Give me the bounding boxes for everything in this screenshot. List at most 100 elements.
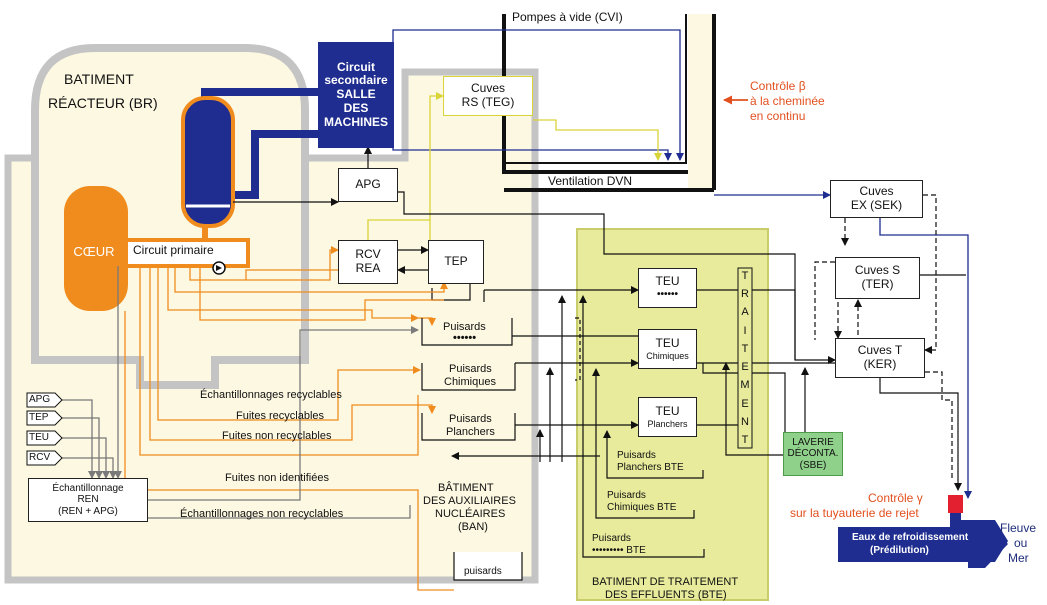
echantillonnage-line2: REN xyxy=(77,494,99,506)
gamma-monitor xyxy=(948,495,963,513)
laverie-line2: DÉCONTA. xyxy=(787,448,839,460)
cuves-ex-line2: EX (SEK) xyxy=(850,198,903,212)
traitement-letter: I xyxy=(743,324,747,337)
secondary-circuit-line3: SALLE xyxy=(336,87,376,102)
bte-line2: DES EFFLUENTS (BTE) xyxy=(605,589,727,601)
tag-apg xyxy=(26,392,63,408)
tag-rcv xyxy=(26,450,63,466)
secondary-circuit-line2: secondaire xyxy=(324,73,388,88)
teu-chim-box: TEU Chimiques xyxy=(638,329,697,369)
left-dashed xyxy=(814,261,835,340)
ker-dashed-right xyxy=(925,371,953,480)
orange-5 xyxy=(157,266,421,421)
orange-6 xyxy=(149,266,436,441)
orange-7 xyxy=(139,266,419,456)
puisards-chim-line1: Puisards xyxy=(449,363,492,375)
puisards-top-bracket xyxy=(421,318,513,346)
grey-to-ban-2 xyxy=(148,505,411,519)
tag-teu xyxy=(26,430,63,446)
sample-source-tep: TEP xyxy=(29,412,49,423)
traitement-letter: T xyxy=(741,270,749,282)
teu-plan-line2: Planchers xyxy=(647,418,688,429)
bte-puisards-plan xyxy=(606,436,704,479)
traitement-letter: E xyxy=(741,361,749,374)
echantillonnage-line1: Échantillonnage xyxy=(52,482,124,494)
rcv-line1: RCV xyxy=(355,247,381,262)
primary-circuit-loop xyxy=(128,238,250,268)
beta-control-line2: à la cheminée xyxy=(750,94,825,108)
stack-left-wall xyxy=(502,14,700,174)
cuves-s-line2: (TER) xyxy=(861,277,894,291)
yellow-tep-teg xyxy=(367,219,431,240)
sample-source-rcv: RCV xyxy=(29,452,51,463)
secondary-circuit-line1: Circuit xyxy=(336,59,375,74)
sample-source-teu: TEU xyxy=(29,432,49,443)
stack-right-wall xyxy=(504,14,687,164)
bte-puisards-chim-line2: Chimiques BTE xyxy=(607,502,677,513)
beta-control-line3: en continu xyxy=(750,109,806,123)
teu-chim-line2: Chimiques xyxy=(646,350,689,361)
yellow-teg-stack xyxy=(533,119,662,161)
tep-box: TEP xyxy=(428,240,484,284)
secondary-loop-bottom xyxy=(232,130,318,199)
cuves-rs-box: Cuves RS (TEG) xyxy=(443,76,533,116)
core-label: CŒUR xyxy=(73,243,115,259)
echantillonnage-box: Échantillonnage REN (REN + APG) xyxy=(28,478,148,522)
echantillonnage-line3: (REN + APG) xyxy=(58,505,118,517)
secondary-circuit-box: Circuit secondaire SALLE DES MACHINES xyxy=(318,42,394,148)
apg-box: APG xyxy=(338,168,398,202)
yellow-up-teg xyxy=(429,92,444,220)
puisards-bottom: puisards xyxy=(464,566,502,577)
bte-puisards-chim xyxy=(595,490,695,519)
cuves-t-line2: (KER) xyxy=(863,357,897,371)
tep-down xyxy=(431,284,471,301)
flow-ech-recyclables: Échantillonnages recyclables xyxy=(200,389,342,401)
orange-4b xyxy=(418,317,436,326)
grey-to-ban-1 xyxy=(148,326,419,501)
bte-dashed-1 xyxy=(575,317,581,381)
teu-plan-line1: TEU xyxy=(655,403,680,418)
cuves-t-line1: Cuves T xyxy=(857,343,903,358)
secondary-circuit-line5: MACHINES xyxy=(323,114,388,129)
traitement-letter: E xyxy=(741,397,749,410)
pumps-label: Pompes à vide (CVI) xyxy=(512,10,623,24)
stack-fill xyxy=(688,14,712,188)
outlet-line2: ou xyxy=(1014,536,1028,550)
cuves-ex-box: Cuves EX (SEK) xyxy=(830,180,923,218)
bte-puisards-chim-line1: Puisards xyxy=(607,490,646,501)
puisards-bottom-bracket xyxy=(453,552,523,581)
flow-fuites-recyclables: Fuites recyclables xyxy=(236,410,325,422)
puisards-chim-bracket xyxy=(421,363,516,391)
cuves-rs-line1: Cuves xyxy=(470,81,505,96)
tag-tep xyxy=(26,410,63,426)
teu-top-line2: •••••• xyxy=(656,289,678,301)
outlet-line1: Fleuve xyxy=(1000,521,1037,535)
ban-line4: (BAN) xyxy=(458,521,488,533)
tep-label: TEP xyxy=(444,254,468,269)
laverie-box: LAVERIE DÉCONTA. (SBE) xyxy=(783,432,843,476)
apg-to-ker xyxy=(398,191,796,360)
teu-plan-box: TEU Planchers xyxy=(638,397,697,437)
teu-chim-line1: TEU xyxy=(655,335,680,350)
traitement-letter: R xyxy=(741,288,749,301)
reactor-building-title-line1: BATIMENT xyxy=(64,71,134,87)
cuves-s-box: Cuves S (TER) xyxy=(835,257,920,299)
teu-top-line1: TEU xyxy=(655,274,680,289)
secondary-circuit-line4: DES xyxy=(343,100,369,115)
ban-line1: BÂTIMENT xyxy=(438,482,494,494)
cooling-water-body xyxy=(838,527,968,562)
ban-line2: DES AUXILIAIRES xyxy=(423,495,516,507)
gamma-control-line1: Contrôle γ xyxy=(868,491,923,505)
traitement-to-ker xyxy=(752,289,836,364)
orange-8 xyxy=(124,311,454,591)
orange-3 xyxy=(174,266,448,293)
bte-puisards-bottom xyxy=(582,536,705,558)
grey-apg xyxy=(62,399,96,479)
apg-label: APG xyxy=(355,177,381,192)
outlet-line3: Mer xyxy=(1008,551,1029,565)
cooling-water-head xyxy=(968,520,1008,568)
ker-to-rejet xyxy=(879,375,962,491)
traitement-letter: M xyxy=(740,379,750,392)
grey-rcv xyxy=(62,457,117,479)
